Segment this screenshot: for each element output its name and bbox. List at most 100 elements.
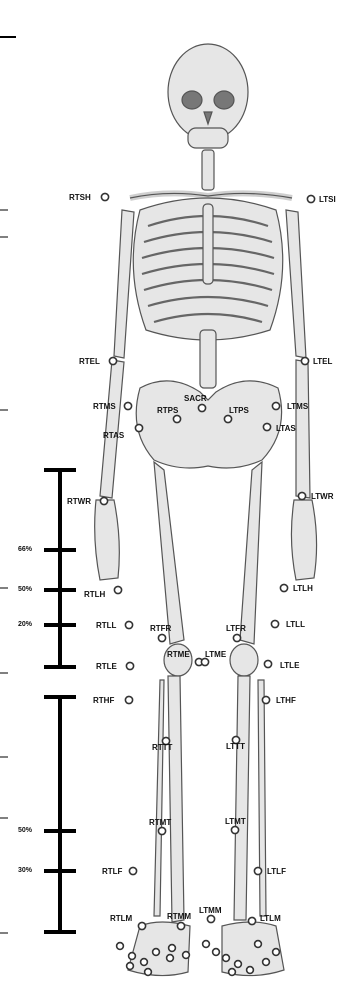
marker-ltsh: [307, 195, 314, 202]
foot-marker: [153, 949, 160, 956]
marker-ltps: [224, 415, 231, 422]
cervical-spine: [202, 150, 214, 190]
marker-label-ltlm: LTLM: [260, 914, 281, 923]
marker-label-rtmt: RTMT: [149, 818, 171, 827]
scale-percent-label: 66%: [18, 546, 32, 554]
marker-label-rtas: RTAS: [103, 431, 124, 440]
marker-rtll: [125, 621, 132, 628]
foot-marker: [229, 969, 236, 976]
marker-label-ltmt: LTMT: [225, 817, 246, 826]
marker-label-ltmm: LTMM: [199, 906, 222, 915]
marker-ltms: [272, 402, 279, 409]
marker-label-rtme: RTME: [167, 650, 190, 659]
marker-label-rtll: RTLL: [96, 621, 116, 630]
marker-label-lttt: LTTT: [226, 742, 245, 751]
marker-label-ltll: LTLL: [286, 620, 305, 629]
left-hand: [291, 500, 316, 580]
foot-marker: [117, 943, 124, 950]
marker-label-rtms: RTMS: [93, 402, 116, 411]
left-eye-socket: [182, 91, 202, 109]
marker-label-ltel: LTEL: [313, 357, 332, 366]
marker-rtas: [135, 424, 142, 431]
left-femur: [240, 462, 262, 644]
marker-rtms: [124, 402, 131, 409]
right-femur: [154, 462, 184, 644]
marker-label-ltlh: LTLH: [293, 584, 313, 593]
marker-label-rtwr: RTWR: [67, 497, 91, 506]
marker-rtfr: [158, 634, 165, 641]
foot-marker: [203, 941, 210, 948]
marker-label-rttt: RTTT: [152, 743, 172, 752]
scale-percent-label: 30%: [18, 867, 32, 875]
marker-rtlm: [138, 922, 145, 929]
marker-ltlm: [248, 917, 255, 924]
foot-marker: [167, 955, 174, 962]
marker-label-ltme: LTME: [205, 650, 226, 659]
marker-label-ltms: LTMS: [287, 402, 308, 411]
marker-ltle: [264, 660, 271, 667]
marker-label-ltwr: LTWR: [311, 492, 334, 501]
scale-percent-label: 50%: [18, 827, 32, 835]
marker-ltel: [301, 357, 308, 364]
scale-percent-label: 20%: [18, 621, 32, 629]
foot-marker: [213, 949, 220, 956]
marker-label-ltfr: LTFR: [226, 624, 246, 633]
marker-label-rtmm: RTMM: [167, 912, 191, 921]
marker-lthf: [262, 696, 269, 703]
marker-rtel: [109, 357, 116, 364]
pelvis: [136, 381, 281, 468]
marker-label-sacr: SACR: [184, 394, 207, 403]
foot-marker: [263, 959, 270, 966]
right-humerus: [114, 210, 134, 358]
foot-marker: [145, 969, 152, 976]
marker-rtmm: [177, 922, 184, 929]
marker-label-rtps: RTPS: [157, 406, 178, 415]
marker-ltmt: [231, 826, 238, 833]
marker-label-lthf: LTHF: [276, 696, 296, 705]
foot-marker: [235, 961, 242, 968]
right-eye-socket: [214, 91, 234, 109]
marker-label-rtlm: RTLM: [110, 914, 132, 923]
marker-label-rtfr: RTFR: [150, 624, 171, 633]
left-fibula: [258, 680, 266, 916]
marker-label-ltas: LTAS: [276, 424, 296, 433]
foot-marker: [273, 949, 280, 956]
marker-label-rtlh: RTLH: [84, 590, 105, 599]
foot-marker: [129, 953, 136, 960]
marker-label-rthf: RTHF: [93, 696, 114, 705]
right-tibia: [168, 676, 184, 922]
marker-ltme: [201, 658, 208, 665]
marker-label-rtlf: RTLF: [102, 867, 122, 876]
marker-label-ltsh: LTSI: [319, 195, 336, 204]
foot-marker: [223, 955, 230, 962]
marker-label-ltle: LTLE: [280, 661, 299, 670]
marker-rtsh: [101, 193, 108, 200]
marker-label-rtel: RTEL: [79, 357, 100, 366]
marker-ltll: [271, 620, 278, 627]
right-hand: [95, 500, 120, 580]
foot-marker: [183, 952, 190, 959]
marker-rtle: [126, 662, 133, 669]
marker-ltas: [263, 423, 270, 430]
sternum: [203, 204, 213, 284]
foot-marker: [255, 941, 262, 948]
left-knee: [230, 644, 258, 676]
right-forearm: [100, 360, 124, 498]
left-tibia: [234, 676, 250, 920]
left-humerus: [286, 210, 306, 358]
marker-ltlf: [254, 867, 261, 874]
marker-label-ltps: LTPS: [229, 406, 249, 415]
marker-rtwr: [100, 497, 107, 504]
marker-rtps: [173, 415, 180, 422]
marker-ltwr: [298, 492, 305, 499]
marker-label-rtle: RTLE: [96, 662, 117, 671]
marker-ltmm: [207, 915, 214, 922]
marker-label-rtsh: RTSH: [69, 193, 91, 202]
right-fibula: [154, 680, 164, 916]
marker-sacr: [198, 404, 205, 411]
marker-ltlh: [280, 584, 287, 591]
foot-marker: [141, 959, 148, 966]
marker-ltfr: [233, 634, 240, 641]
